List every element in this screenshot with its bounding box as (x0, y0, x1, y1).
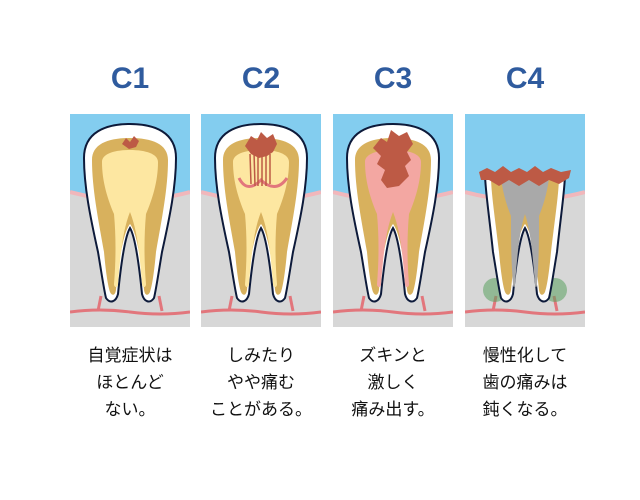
tooth-c2-illustration (201, 114, 321, 327)
caption-c4-line: 歯の痛みは (482, 373, 568, 393)
tooth-c4-illustration (465, 114, 585, 327)
panel-c3 (333, 114, 453, 327)
dentin-cavity-icon (245, 132, 277, 158)
caption-c4: 慢性化して 歯の痛みは 鈍くなる。 (460, 343, 590, 424)
panel-c1 (70, 114, 190, 327)
tooth-icon (201, 114, 321, 327)
dead-pulp (501, 178, 549, 287)
caption-c3-line: 激しく (367, 373, 419, 393)
sensitive-pulp-horn (237, 177, 289, 188)
caption-c3: ズキンと 激しく 痛み出す。 (328, 343, 458, 424)
caption-c1-line: 自覚症状は (87, 346, 173, 366)
nerve-branch-left (359, 295, 366, 312)
small-cavity-icon (122, 136, 139, 149)
tooth-c1-illustration (70, 114, 190, 327)
tooth-icon (333, 114, 453, 327)
tooth-pulp (233, 150, 289, 287)
tooth-pulp (102, 150, 158, 287)
stage-label-c3: C3 (373, 62, 413, 95)
caption-c2-line: やや痛む (227, 373, 295, 393)
stage-label-c4: C4 (505, 62, 545, 95)
nerve-line (70, 308, 190, 316)
panel-c2 (201, 114, 321, 327)
crown-lost-icon (479, 166, 571, 186)
tooth-icon (465, 114, 585, 327)
caption-c1: 自覚症状は ほとんど ない。 (65, 343, 195, 424)
dentin-tubules (249, 151, 271, 187)
caption-c4-line: 慢性化して (482, 346, 568, 366)
nerve-line (333, 308, 453, 316)
caption-c3-line: ズキンと (359, 346, 427, 366)
caption-c3-line: 痛み出す。 (351, 400, 435, 420)
nerve-branch-right (157, 295, 164, 312)
nerve-line (201, 308, 321, 316)
inflamed-pulp (365, 150, 421, 287)
tooth-c3-illustration (333, 114, 453, 327)
tooth-icon (70, 114, 190, 327)
caption-c4-line: 鈍くなる。 (482, 400, 568, 420)
pulp-cavity-icon (373, 130, 413, 188)
stage-label-c2: C2 (241, 62, 281, 95)
stage-label-c1: C1 (110, 62, 150, 95)
caption-c2: しみたり やや痛む ことがある。 (196, 343, 326, 424)
nerve-branch-right (288, 295, 295, 312)
nerve-branch-left (227, 295, 234, 312)
panel-c4 (465, 114, 585, 327)
nerve-branch-right (420, 295, 427, 312)
nerve-branch-left (96, 295, 103, 312)
caption-c1-line: ほとんど (96, 373, 164, 393)
caption-c1-line: ない。 (104, 400, 156, 420)
caption-c2-line: ことがある。 (210, 400, 312, 420)
caption-c2-line: しみたり (227, 346, 295, 366)
nerve-line (465, 308, 585, 316)
